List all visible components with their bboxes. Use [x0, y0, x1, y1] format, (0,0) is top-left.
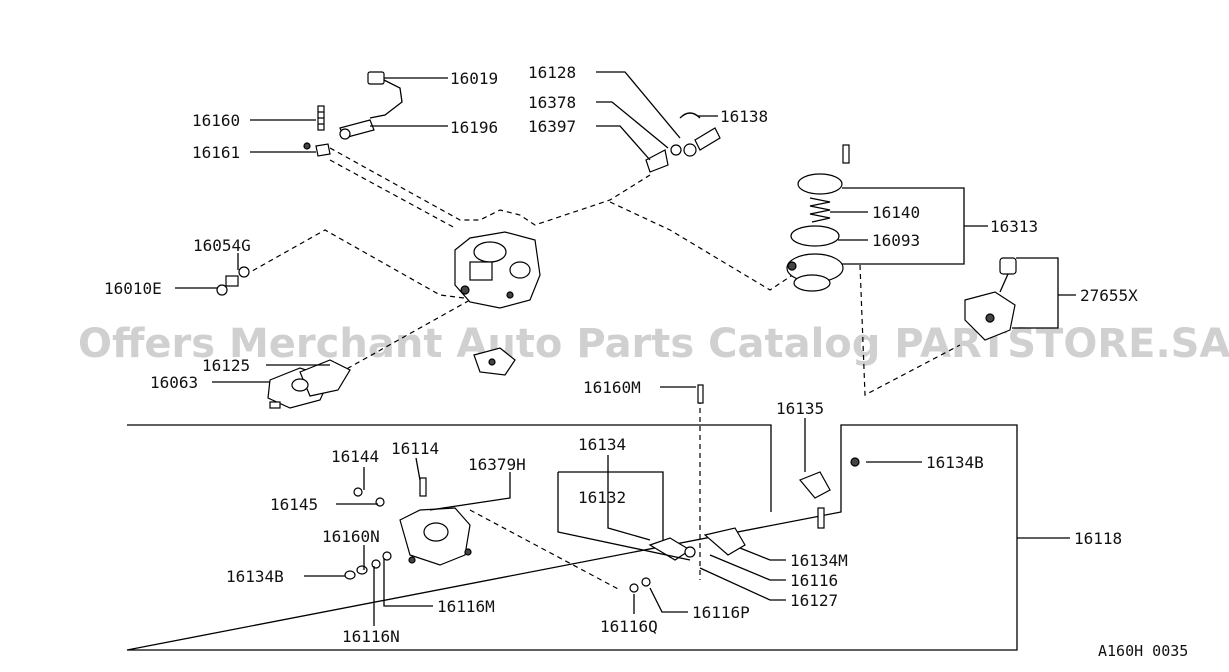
dashpot-icon [786, 144, 850, 292]
label-16116M[interactable]: 16116M [437, 597, 495, 616]
label-16313[interactable]: 16313 [990, 217, 1038, 236]
screw-icon [303, 105, 331, 157]
label-16135[interactable]: 16135 [776, 399, 824, 418]
label-16063[interactable]: 16063 [150, 373, 198, 392]
label-16378[interactable]: 16378 [528, 93, 576, 112]
lower-carburetor-icon [353, 477, 472, 566]
label-27655X[interactable]: 27655X [1080, 286, 1138, 305]
choke-chamber-icon [473, 347, 516, 376]
label-16161[interactable]: 16161 [192, 143, 240, 162]
carburetor-assembly-icon [454, 231, 541, 309]
seal-icon [344, 551, 651, 593]
label-16160[interactable]: 16160 [192, 111, 240, 130]
gasket-icon [267, 359, 351, 409]
label-16116N[interactable]: 16116N [342, 627, 400, 646]
label-16116P[interactable]: 16116P [692, 603, 750, 622]
label-16010E[interactable]: 16010E [104, 279, 162, 298]
label-16019[interactable]: 16019 [450, 69, 498, 88]
label-16144[interactable]: 16144 [331, 447, 379, 466]
leader-lines [175, 71, 1076, 626]
label-16134[interactable]: 16134 [578, 435, 626, 454]
label-16116[interactable]: 16116 [790, 571, 838, 590]
label-16140[interactable]: 16140 [872, 203, 920, 222]
label-16127[interactable]: 16127 [790, 591, 838, 610]
label-16114[interactable]: 16114 [391, 439, 439, 458]
kit-box-outline [126, 424, 1018, 651]
label-16134B-right[interactable]: 16134B [926, 453, 984, 472]
label-16196[interactable]: 16196 [450, 118, 498, 137]
wire-harness-icon [339, 71, 403, 140]
label-16093[interactable]: 16093 [872, 231, 920, 250]
label-16160M[interactable]: 16160M [583, 378, 641, 397]
lower-linkage-icon [648, 384, 860, 561]
label-16125[interactable]: 16125 [202, 356, 250, 375]
label-16134M[interactable]: 16134M [790, 551, 848, 570]
label-16128[interactable]: 16128 [528, 63, 576, 82]
choke-linkage-icon [645, 112, 721, 173]
diagram-code: A160H 0035 [1098, 642, 1188, 660]
assembly-dashed-lines [244, 147, 961, 591]
label-16134B-left[interactable]: 16134B [226, 567, 284, 586]
jet-icon [216, 266, 250, 296]
part-labels: 16019 16196 16160 16161 16128 16378 1639… [104, 63, 1138, 646]
label-16132[interactable]: 16132 [578, 488, 626, 507]
label-16116Q[interactable]: 16116Q [600, 617, 658, 636]
label-16145[interactable]: 16145 [270, 495, 318, 514]
watermark-text: Offers Merchant Auto Parts Catalog PARTS… [78, 321, 1229, 367]
label-16379H[interactable]: 16379H [468, 455, 526, 474]
label-16118[interactable]: 16118 [1074, 529, 1122, 548]
label-16160N[interactable]: 16160N [322, 527, 380, 546]
sensor-bracket-icon [964, 257, 1017, 341]
label-16397[interactable]: 16397 [528, 117, 576, 136]
label-16138[interactable]: 16138 [720, 107, 768, 126]
label-16054G[interactable]: 16054G [193, 236, 251, 255]
